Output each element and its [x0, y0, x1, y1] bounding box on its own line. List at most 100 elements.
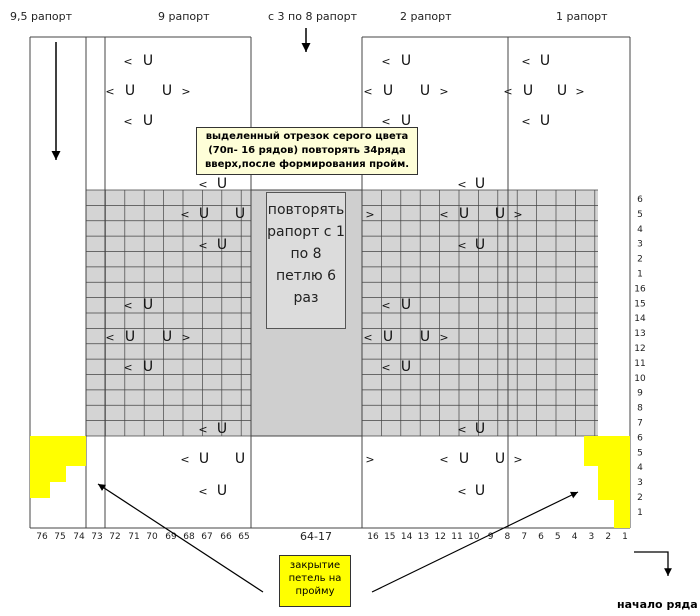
row-number: 5: [637, 448, 643, 458]
decrease-symbol: <: [439, 453, 448, 466]
purl-symbol: U: [235, 451, 245, 467]
grey-section-note: выделенный отрезок серого цвета (70п- 16…: [196, 127, 418, 175]
purl-symbol: U: [217, 421, 227, 437]
purl-symbol: U: [495, 451, 505, 467]
purl-symbol: U: [495, 206, 505, 222]
stitch-number: 73: [91, 532, 102, 542]
row-start-label: начало ряда: [617, 598, 698, 611]
stitch-number: 75: [54, 532, 65, 542]
purl-symbol: U: [199, 206, 209, 222]
row-number: 4: [637, 463, 643, 473]
stitch-number: 76: [36, 532, 48, 542]
stitch-number: 1: [622, 532, 628, 542]
row-number: 1: [637, 508, 643, 518]
stitch-number: 66: [220, 532, 232, 542]
purl-symbol: U: [162, 83, 172, 99]
decrease-symbol: >: [365, 453, 374, 466]
purl-symbol: U: [401, 297, 411, 313]
stitch-number: 14: [401, 532, 413, 542]
stitch-number: 15: [384, 532, 395, 542]
stitch-number: 67: [201, 532, 212, 542]
decrease-symbol: <: [198, 423, 207, 436]
purl-symbol: U: [475, 421, 485, 437]
stitch-number: 70: [146, 532, 158, 542]
closing-stitches-box: закрытие петель на пройму: [279, 555, 351, 607]
row-number: 1: [637, 270, 643, 280]
row-number: 3: [637, 240, 643, 250]
decrease-symbol: >: [575, 85, 584, 98]
purl-symbol: U: [540, 113, 550, 129]
header-rep95: 9,5 рапорт: [10, 10, 73, 23]
purl-symbol: U: [143, 359, 153, 375]
decrease-symbol: <: [381, 299, 390, 312]
decrease-symbol: <: [457, 178, 466, 191]
purl-symbol: U: [199, 451, 209, 467]
purl-symbol: U: [459, 206, 469, 222]
decrease-symbol: <: [198, 239, 207, 252]
row-number: 7: [637, 419, 643, 429]
purl-symbol: U: [557, 83, 567, 99]
purl-symbol: U: [523, 83, 533, 99]
row-number: 10: [634, 374, 646, 384]
decrease-symbol: >: [513, 453, 522, 466]
row-number: 13: [634, 329, 645, 339]
decrease-symbol: <: [457, 423, 466, 436]
stitch-number: 65: [238, 532, 249, 542]
stitch-number: 69: [165, 532, 177, 542]
decrease-symbol: <: [363, 331, 372, 344]
decrease-symbol: <: [123, 299, 132, 312]
purl-symbol: U: [459, 451, 469, 467]
stitch-number: 72: [109, 532, 120, 542]
arrow-row-start-icon: [634, 551, 672, 576]
purl-symbol: U: [401, 359, 411, 375]
decrease-symbol: <: [180, 208, 189, 221]
header-rep1: 1 рапорт: [556, 10, 608, 23]
stitch-number: 13: [418, 532, 429, 542]
row-number: 3: [637, 478, 643, 488]
purl-symbol: U: [162, 329, 172, 345]
decrease-symbol: <: [381, 115, 390, 128]
closing-area-left: [30, 436, 86, 498]
row-number: 15: [634, 299, 645, 309]
row-number: 5: [637, 210, 643, 220]
decrease-symbol: <: [363, 85, 372, 98]
purl-symbol: U: [475, 483, 485, 499]
stitch-number: 12: [434, 532, 445, 542]
stitch-number: 9: [488, 532, 494, 542]
purl-symbol: U: [235, 206, 245, 222]
decrease-symbol: <: [503, 85, 512, 98]
row-number: 6: [637, 195, 643, 205]
stitch-number: 10: [468, 532, 480, 542]
row-number: 2: [637, 255, 643, 265]
purl-symbol: U: [143, 113, 153, 129]
row-number: 16: [634, 284, 646, 294]
repeat-instruction-box: повторять рапорт с 1 по 8 петлю 6 раз: [266, 192, 346, 329]
purl-symbol: U: [475, 237, 485, 253]
stitch-number: 8: [505, 532, 511, 542]
decrease-symbol: <: [123, 55, 132, 68]
decrease-symbol: <: [105, 85, 114, 98]
purl-symbol: U: [420, 83, 430, 99]
stitch-number: 5: [555, 532, 561, 542]
decrease-symbol: <: [381, 55, 390, 68]
decrease-symbol: <: [439, 208, 448, 221]
decrease-symbol: <: [521, 115, 530, 128]
header-rep2: 2 рапорт: [400, 10, 452, 23]
decrease-symbol: <: [123, 115, 132, 128]
purl-symbol: U: [401, 53, 411, 69]
decrease-symbol: <: [123, 361, 132, 374]
purl-symbol: U: [125, 83, 135, 99]
row-number: 2: [637, 493, 643, 503]
purl-symbol: U: [383, 329, 393, 345]
stitch-number: 7: [521, 532, 527, 542]
stitch-number: 68: [183, 532, 195, 542]
decrease-symbol: <: [381, 361, 390, 374]
arrow-to-left-closing-icon: [97, 483, 264, 593]
stitch-number: 16: [367, 532, 379, 542]
stitch-number: 11: [451, 532, 462, 542]
stitch-number: 4: [572, 532, 578, 542]
purl-symbol: U: [143, 297, 153, 313]
decrease-symbol: <: [198, 485, 207, 498]
decrease-symbol: >: [181, 85, 190, 98]
